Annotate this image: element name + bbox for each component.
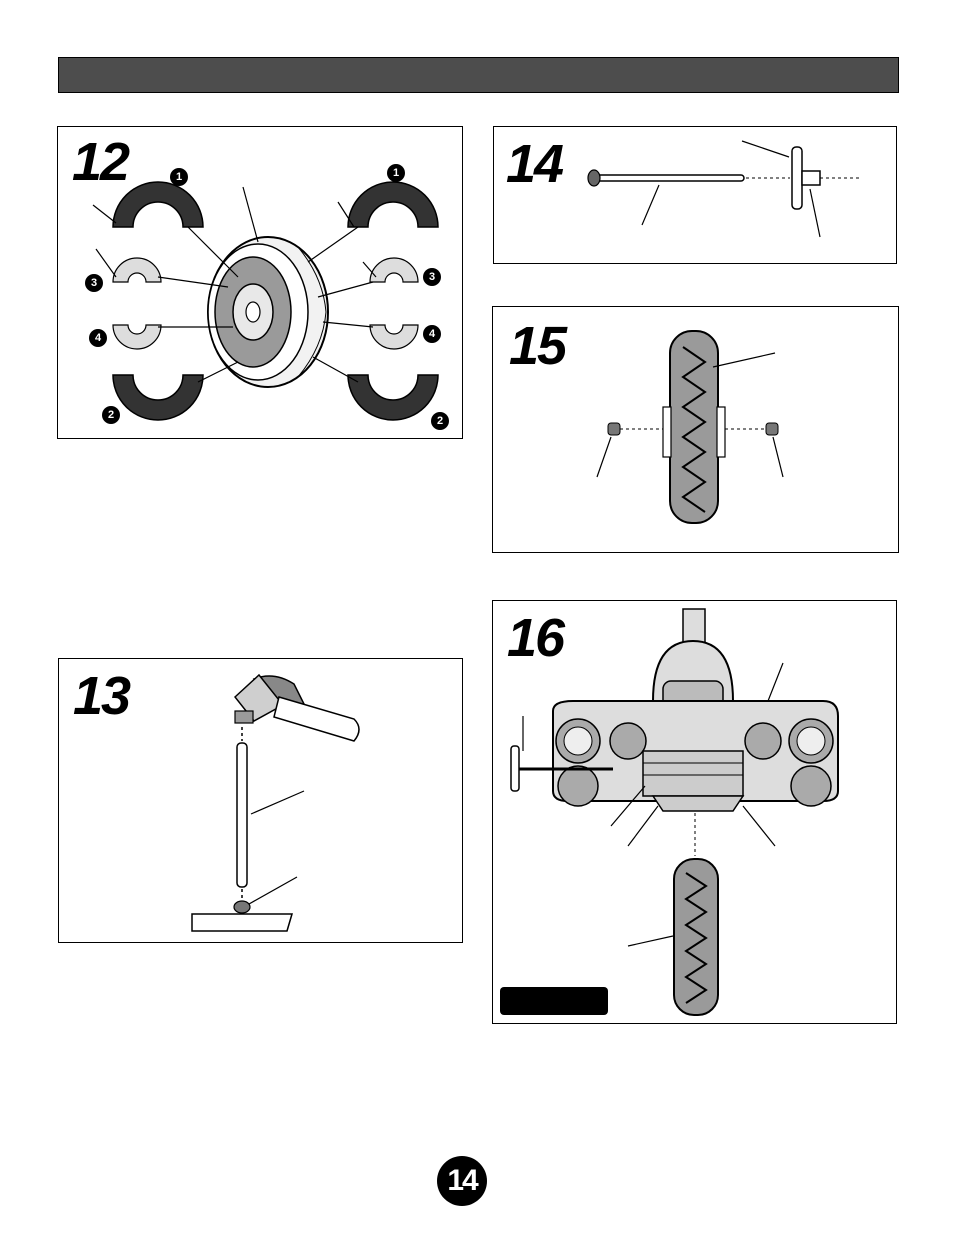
step-15-panel: 15: [492, 306, 899, 553]
callout-3-left: 3: [85, 274, 103, 292]
axle-diagram: [494, 127, 897, 264]
tire-icon: [674, 859, 718, 1015]
page-number: 14: [437, 1156, 487, 1206]
ride-on-vehicle-icon: [553, 609, 838, 811]
step-16-panel: 16: [492, 600, 897, 1024]
vehicle-assembly-diagram: [493, 601, 897, 1024]
hub-cap-ring-left-1: [113, 182, 203, 227]
tire-icon: [663, 331, 725, 523]
callout-2-left: 2: [102, 406, 120, 424]
hub-cap-ring-left-2: [113, 375, 203, 420]
header-bar: [58, 57, 899, 93]
step-14-panel: 14: [493, 126, 897, 264]
hammer-icon: [235, 675, 359, 741]
cap-nut: [234, 901, 250, 913]
black-label-tag: [500, 987, 608, 1015]
step-13-panel: 13: [58, 658, 463, 943]
wood-block: [192, 914, 292, 931]
hammer-axle-diagram: [59, 659, 463, 943]
callout-4-right: 4: [423, 325, 441, 343]
hub-cap-ring-right-1: [348, 182, 438, 227]
callout-2-right: 2: [431, 412, 449, 430]
axle-rod: [237, 743, 247, 887]
hub-cap-ring-right-2: [348, 375, 438, 420]
cap-nut-left: [608, 423, 620, 435]
hub-insert-left-4: [113, 325, 161, 349]
step-12-panel: 12: [57, 126, 463, 439]
hub-insert-right-3: [370, 258, 418, 282]
tire-diagram: [493, 307, 899, 553]
hub-insert-right-4: [370, 325, 418, 349]
callout-1-left: 1: [170, 168, 188, 186]
callout-3-right: 3: [423, 268, 441, 286]
axle-icon: [588, 170, 744, 186]
wrench-tool: [792, 147, 820, 209]
callout-4-left: 4: [89, 329, 107, 347]
wheel-icon: [208, 237, 328, 387]
hub-insert-left-3: [113, 258, 161, 282]
callout-1-right: 1: [387, 164, 405, 182]
cap-nut-right: [766, 423, 778, 435]
